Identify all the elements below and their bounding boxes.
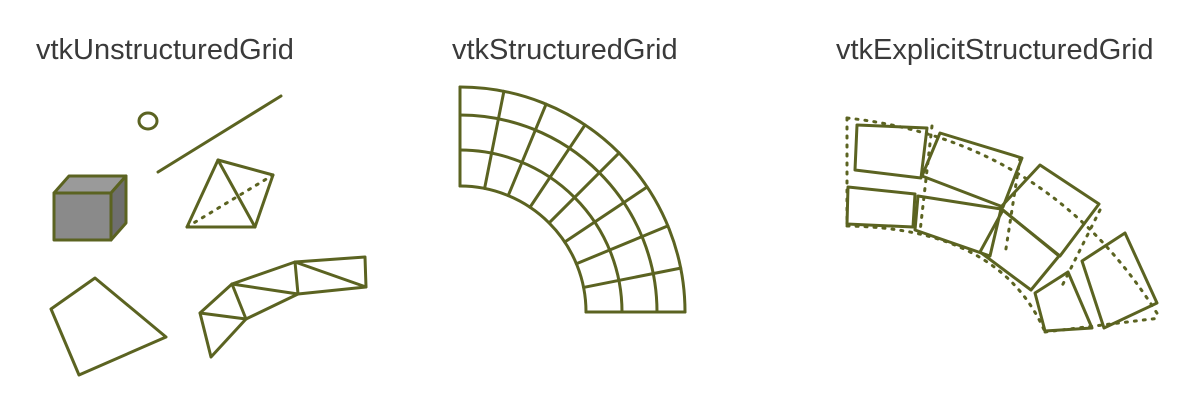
explicit-cell xyxy=(920,131,1024,209)
structured-grid xyxy=(458,85,687,314)
hexahedron-cell xyxy=(52,174,128,242)
title-explicit-structured-grid: vtkExplicitStructuredGrid xyxy=(836,34,1154,66)
unstructured-grid-cells xyxy=(49,94,368,377)
grid-radial-line xyxy=(506,102,548,198)
grid-radial-line xyxy=(563,185,649,244)
grid-radial-line xyxy=(528,123,587,209)
grid-radial-line xyxy=(574,224,670,266)
explicit-cells xyxy=(845,123,1159,333)
line-cell xyxy=(156,94,283,174)
title-structured-grid: vtkStructuredGrid xyxy=(452,34,678,66)
vertex-cell xyxy=(137,111,159,131)
explicit-cell xyxy=(845,185,917,229)
grid-radial-line xyxy=(547,151,621,225)
triangle-strip-cell xyxy=(198,255,368,359)
explicit-cell xyxy=(1033,270,1094,333)
explicit-cell xyxy=(978,208,1061,292)
explicit-cell xyxy=(913,194,1003,258)
explicit-structured-grid xyxy=(845,116,1162,334)
grid-radial-line xyxy=(483,89,506,190)
explicit-cell xyxy=(1080,231,1159,330)
explicit-cell xyxy=(853,123,929,180)
quad-cell xyxy=(49,276,168,377)
tetrahedron-cell xyxy=(185,158,275,229)
title-unstructured-grid: vtkUnstructuredGrid xyxy=(36,34,294,66)
grid-radial-line xyxy=(582,266,683,289)
